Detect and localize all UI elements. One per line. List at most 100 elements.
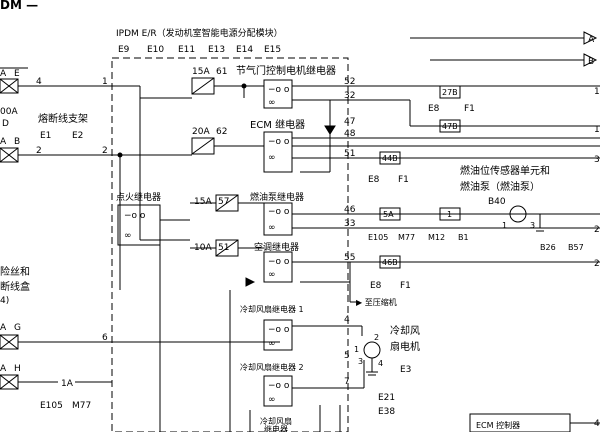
ac-relay-label: 空调继电器 — [254, 241, 299, 253]
throttle-relay-box — [263, 79, 293, 109]
conn-m12: M12 — [428, 233, 445, 242]
fuse-h-conn: H — [14, 364, 21, 374]
wire-label-33: 33 — [344, 219, 355, 229]
ac-relay-box — [263, 251, 293, 283]
fuse-61-num: 61 — [216, 67, 227, 77]
wire-label-47: 47 — [344, 117, 355, 127]
conn-5a-label: 5A — [383, 210, 394, 219]
fan-pin-4: 4 — [378, 359, 383, 368]
conn-f1-b: F1 — [398, 175, 409, 185]
fuse-51-num: 51 — [218, 243, 229, 253]
fusebox-label-3: 4) — [0, 296, 9, 306]
wire-label-4b: 4 — [344, 315, 350, 325]
svg-text:−o o: −o o — [268, 207, 290, 217]
fan-relay-2-box — [263, 375, 293, 407]
fan-relay-3-line2: 继电器 — [264, 424, 288, 432]
fuse-a-sub: D — [2, 119, 9, 129]
fuse-62-amp: 20A — [192, 127, 210, 137]
fusible-link-conn-0: E1 — [40, 131, 51, 141]
conn-27b — [439, 85, 461, 99]
fuse-62-num: 62 — [216, 127, 227, 137]
fan-pin-3: 3 — [358, 357, 363, 366]
fuse-57-amp: 15A — [194, 197, 212, 207]
bottom-conn-1: M77 — [72, 401, 91, 411]
conn-44b — [379, 151, 401, 165]
svg-text:∞: ∞ — [124, 231, 132, 241]
conn-e38: E38 — [378, 407, 395, 417]
wire-label-r1b: 1 — [594, 125, 600, 135]
conn-f1-c: F1 — [400, 281, 411, 291]
conn-47b-label: 47B — [442, 122, 458, 131]
wire-label-48: 48 — [344, 129, 356, 139]
svg-text:−o o: −o o — [268, 257, 290, 267]
ipdm-conn-5: E15 — [264, 45, 281, 55]
fuel-sensor-line2: 燃油泵（燃油泵） — [460, 180, 540, 193]
svg-text:−o o: −o o — [268, 137, 290, 147]
svg-text:∞: ∞ — [268, 339, 276, 349]
svg-text:∞: ∞ — [268, 395, 276, 405]
fan-relay-3-line1: 冷却风扇 — [260, 416, 292, 426]
corner-title: DM — — [0, 0, 38, 12]
wire-label-r2: 2 — [594, 225, 600, 235]
svg-text:−o o: −o o — [268, 85, 290, 95]
conn-b57: B57 — [568, 243, 584, 252]
wire-label-4: 4 — [36, 77, 42, 87]
wire-label-2b: 2 — [102, 146, 108, 156]
svg-text:∞: ∞ — [268, 223, 276, 233]
conn-46b-label: 46B — [382, 258, 398, 267]
fuse-g-conn: G — [14, 323, 21, 333]
svg-text:−o o: −o o — [124, 211, 146, 221]
fan-motor-line1: 冷却风 — [390, 324, 420, 337]
conn-44b-label: 44B — [382, 154, 398, 163]
conn-1-label: 1 — [447, 210, 452, 219]
arrow-b-label: B — [588, 57, 594, 67]
wire-label-5: 5 — [344, 351, 350, 361]
wire-label-51: 51 — [344, 149, 355, 159]
fuel-sensor-conn: B40 — [488, 197, 506, 207]
svg-text:∞: ∞ — [268, 153, 276, 163]
conn-e3: E3 — [400, 365, 411, 375]
ipdm-title: IPDM E/R（发动机室智能电源分配模块） — [116, 27, 283, 39]
fusebox-label-1: 险丝和 — [0, 265, 30, 278]
ipdm-conn-4: E14 — [236, 45, 253, 55]
wire-label-6: 6 — [102, 333, 108, 343]
conn-e105: E105 — [368, 233, 388, 242]
fan-motor-line2: 扇电机 — [390, 340, 420, 353]
conn-e8-b: E8 — [368, 175, 380, 185]
svg-text:−o o: −o o — [268, 381, 290, 391]
fuel-motor-pin3: 3 — [530, 221, 535, 230]
ipdm-boundary — [111, 57, 349, 432]
fuse-51-amp: 10A — [194, 243, 212, 253]
ipdm-conn-0: E9 — [118, 45, 130, 55]
wire-label-r2b: 2 — [594, 259, 600, 269]
bottom-right-box-label: ECM 控制器 — [476, 420, 520, 430]
wire-label-52: 52 — [344, 77, 355, 87]
fuse-a-amp: 00A — [0, 107, 18, 117]
svg-text:∞: ∞ — [268, 98, 276, 108]
svg-text:∞: ∞ — [268, 270, 276, 280]
conn-m77: M77 — [398, 233, 415, 242]
fusible-link-label: 熔断线支架 — [38, 112, 88, 125]
wire-label-r4: 4 — [594, 419, 600, 429]
fan-relay-1-box — [263, 319, 293, 351]
conn-f1-a: F1 — [464, 104, 475, 114]
fusebox-label-2: 断线盒 — [0, 280, 30, 293]
wire-label-2: 2 — [36, 146, 42, 156]
svg-text:−o o: −o o — [268, 325, 290, 335]
conn-e8-a: E8 — [428, 104, 440, 114]
fuse-a-conn: E — [14, 69, 20, 79]
fuel-pump-relay-label: 燃油泵继电器 — [250, 191, 304, 203]
wire-label-32: 32 — [344, 91, 355, 101]
throttle-relay-label: 节气门控制电机继电器 — [236, 64, 336, 77]
bottom-conn-0: E105 — [40, 401, 63, 411]
ipdm-conn-1: E10 — [147, 45, 164, 55]
wire-label-r3: 3 — [594, 155, 600, 165]
wire-label-46: 46 — [344, 205, 356, 215]
to-compressor: ▶ 至压缩机 — [356, 297, 397, 307]
ignition-relay-label: 点火继电器 — [116, 191, 161, 203]
ignition-relay-box — [117, 204, 161, 246]
fan-relay-2-label: 冷却风扇继电器 2 — [240, 362, 304, 372]
fuse-b-label: A — [0, 137, 7, 147]
wire-label-1: 1 — [102, 77, 108, 87]
arrow-a-label: A — [588, 35, 595, 45]
